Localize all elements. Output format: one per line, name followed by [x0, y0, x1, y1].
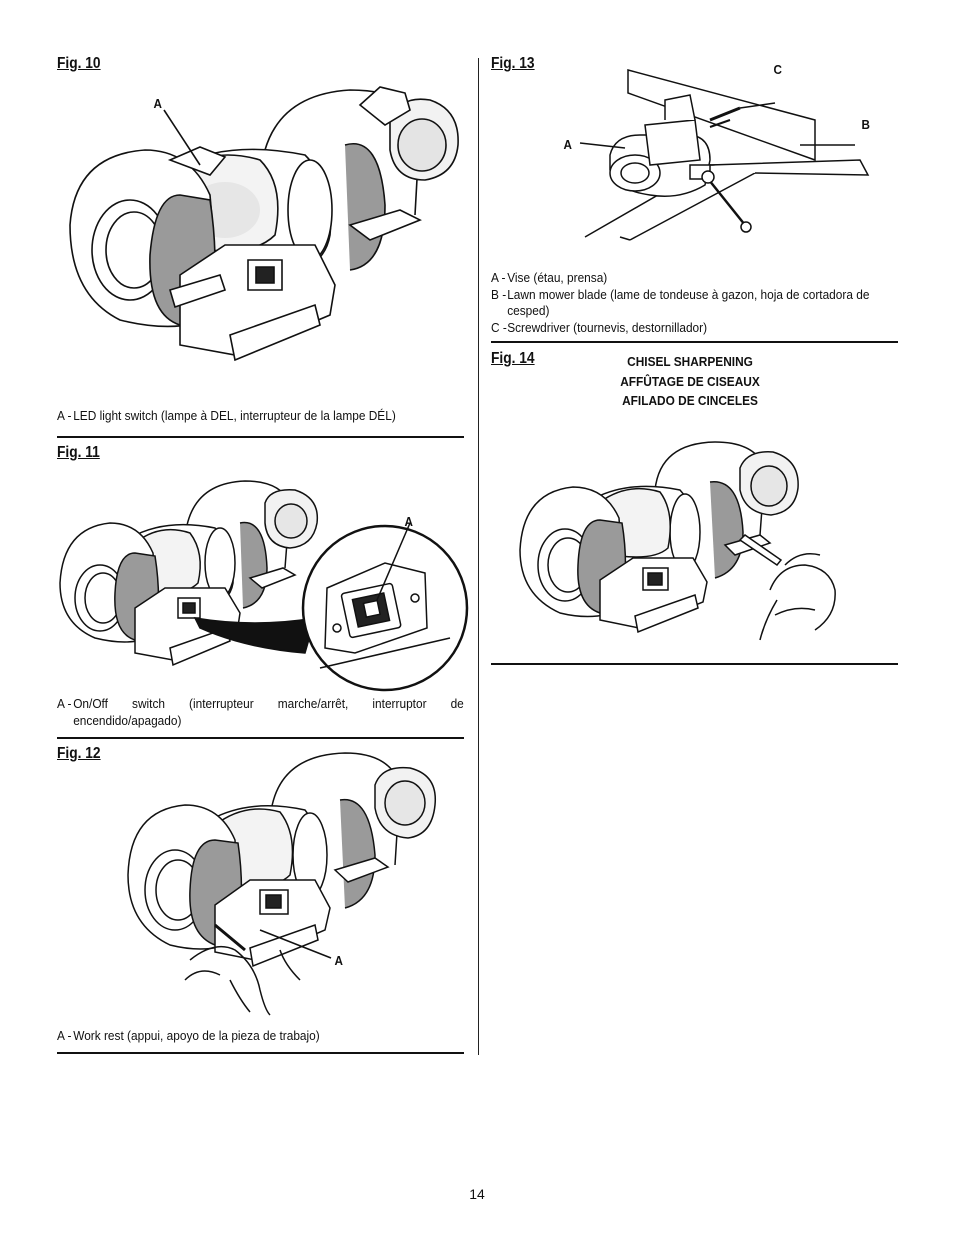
- caption-key: B -: [491, 286, 507, 302]
- fig13-caption-item-b: B - Lawn mower blade (lame de tondeuse à…: [491, 287, 901, 320]
- fig10-bench-grinder-illustration: [60, 85, 465, 375]
- fig11-switch-detail-illustration: [55, 478, 465, 693]
- fig13-label-c: C: [773, 62, 782, 77]
- fig13-caption: A - Vise (étau, prensa) B - Lawn mower b…: [491, 270, 901, 336]
- fig13-caption-item-c: C - Screwdriver (tournevis, destornillad…: [491, 320, 901, 337]
- fig12-rule: [57, 1052, 464, 1054]
- fig13-caption-item-a: A - Vise (étau, prensa): [491, 270, 901, 287]
- fig14-heading-line-3: AFILADO DE CINCELES: [622, 393, 758, 408]
- fig10-caption-item-a: A - LED light switch (lampe à DEL, inter…: [57, 408, 462, 425]
- fig14-heading-line-2: AFFÛTAGE DE CISEAUX: [620, 373, 760, 389]
- fig14-heading-line-1: CHISEL SHARPENING: [627, 354, 753, 369]
- caption-key: A -: [57, 1028, 72, 1043]
- caption-key: A -: [57, 696, 72, 711]
- fig14-heading: CHISEL SHARPENING AFFÛTAGE DE CISEAUX AF…: [600, 352, 780, 411]
- fig12-title: Fig. 12: [57, 745, 101, 762]
- fig12-work-rest-illustration: [120, 750, 440, 1015]
- fig11-caption-item-a: A - On/Off switch (interrupteur marche/a…: [57, 696, 464, 729]
- caption-text: Lawn mower blade (lame de tondeuse à gaz…: [507, 286, 870, 319]
- fig10-title: Fig. 10: [57, 55, 101, 72]
- fig14-chisel-sharpening-illustration: [515, 440, 850, 645]
- fig14-rule: [491, 663, 898, 665]
- caption-text: LED light switch (lampe à DEL, interrupt…: [73, 408, 396, 423]
- fig12-label-a: A: [334, 953, 343, 968]
- fig13-vise-blade-illustration: [570, 65, 870, 240]
- fig13-label-b: B: [861, 117, 870, 132]
- caption-key: A -: [491, 270, 506, 285]
- fig11-caption: A - On/Off switch (interrupteur marche/a…: [57, 696, 464, 729]
- caption-text: Vise (étau, prensa): [507, 270, 608, 285]
- fig10-caption: A - LED light switch (lampe à DEL, inter…: [57, 408, 462, 425]
- fig13-label-a: A: [563, 137, 572, 152]
- fig11-label-a: A: [404, 514, 413, 529]
- fig14-title: Fig. 14: [491, 350, 535, 367]
- fig13-rule: [491, 341, 898, 343]
- fig11-title: Fig. 11: [57, 444, 100, 461]
- caption-text: Screwdriver (tournevis, destornillador): [507, 319, 708, 335]
- fig11-rule: [57, 737, 464, 739]
- caption-text: Work rest (appui, apoyo de la pieza de t…: [73, 1028, 320, 1043]
- fig12-caption: A - Work rest (appui, apoyo de la pieza …: [57, 1028, 462, 1045]
- caption-key: A -: [57, 408, 72, 423]
- fig10-rule: [57, 436, 464, 438]
- page-number: 14: [469, 1186, 485, 1202]
- caption-text: On/Off switch (interrupteur marche/arrêt…: [73, 696, 464, 728]
- fig10-label-a: A: [153, 96, 162, 111]
- caption-key: C -: [491, 319, 507, 335]
- fig13-title: Fig. 13: [491, 55, 535, 72]
- fig12-caption-item-a: A - Work rest (appui, apoyo de la pieza …: [57, 1028, 462, 1045]
- column-divider: [478, 58, 479, 1055]
